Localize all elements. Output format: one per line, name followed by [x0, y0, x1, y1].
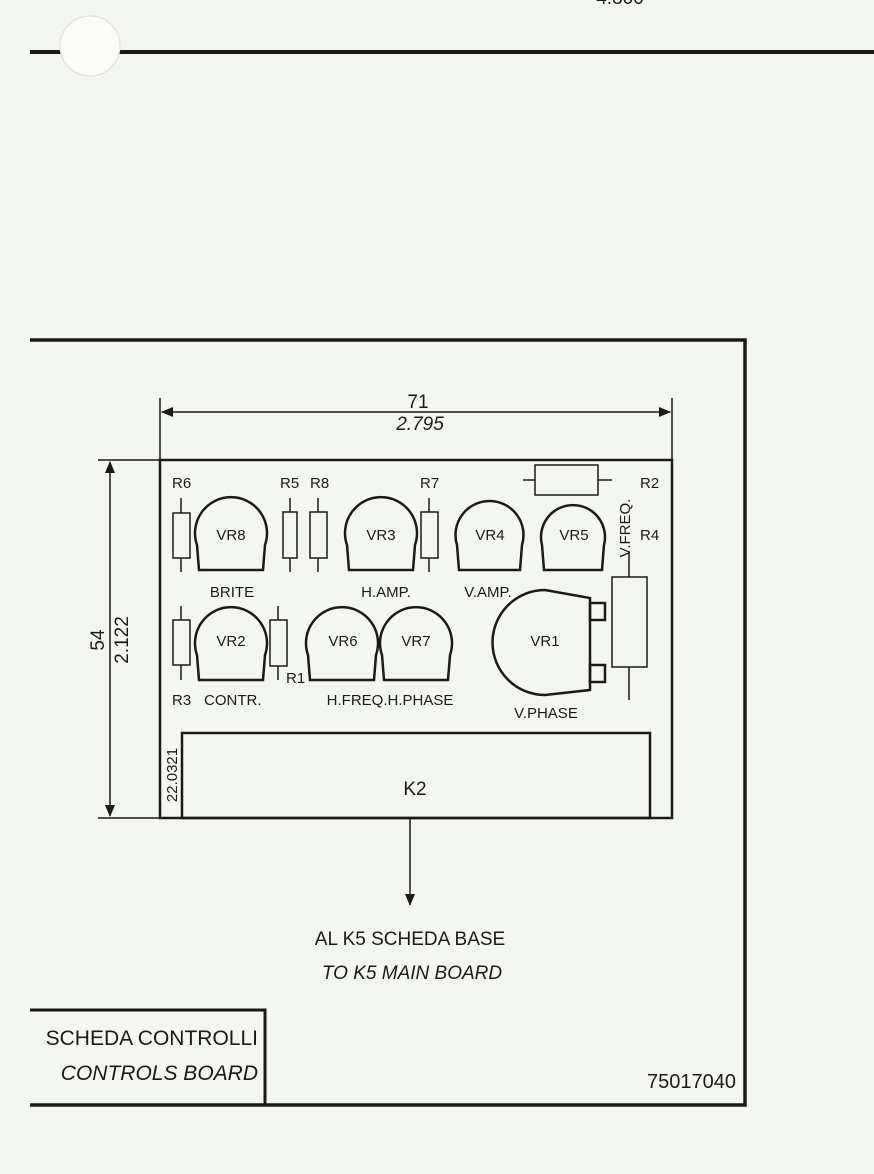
resistor-label-r3: R3 [172, 692, 191, 709]
title-english: CONTROLS BOARD [61, 1062, 258, 1085]
drawing-number: 75017040 [647, 1071, 736, 1093]
width-dimension: 71 2.795 [159, 392, 673, 460]
resistor-label-r8: R8 [310, 475, 329, 492]
connector-code: 22.0321 [164, 748, 181, 802]
top-dimension-label: 4.300 [596, 0, 644, 9]
function-h-freq-h-phase: H.FREQ.H.PHASE [327, 692, 454, 709]
height-dimension: 54 2.122 [88, 459, 160, 819]
trimmer-bodies [193, 495, 607, 697]
pot-label-vr7: VR7 [401, 633, 430, 650]
connector-k2 [180, 731, 652, 820]
resistor-label-r4: R4 [640, 527, 659, 544]
function-v-phase: V.PHASE [514, 705, 578, 722]
drawing-frame [30, 338, 747, 1107]
destination-english: TO K5 MAIN BOARD [322, 963, 502, 984]
height-in: 2.122 [112, 616, 133, 664]
pot-label-vr2: VR2 [216, 633, 245, 650]
pot-label-vr8: VR8 [216, 527, 245, 544]
resistor-label-r7: R7 [420, 475, 439, 492]
pot-label-vr4: VR4 [475, 527, 504, 544]
pot-label-vr5: VR5 [559, 527, 588, 544]
title-italian: SCHEDA CONTROLLI [46, 1027, 258, 1050]
function-h-amp: H.AMP. [361, 584, 411, 601]
resistor-bodies [172, 464, 648, 700]
function-v-freq: V.FREQ. [617, 499, 634, 558]
punch-hole [59, 15, 121, 77]
width-in: 2.795 [395, 414, 444, 435]
height-mm: 54 [88, 629, 109, 651]
function-v-amp: V.AMP. [464, 584, 512, 601]
pot-label-vr6: VR6 [328, 633, 357, 650]
destination-italian: AL K5 SCHEDA BASE [315, 929, 505, 950]
resistor-label-r1: R1 [286, 670, 305, 687]
function-brite: BRITE [210, 584, 254, 601]
resistor-label-r6: R6 [172, 475, 191, 492]
connector-k2-label: K2 [403, 779, 426, 800]
pot-label-vr1: VR1 [530, 633, 559, 650]
width-mm: 71 [407, 392, 428, 413]
pot-label-vr3: VR3 [366, 527, 395, 544]
resistor-label-r2: R2 [640, 475, 659, 492]
function-contr: CONTR. [204, 692, 262, 709]
page-edge-mask [0, 330, 30, 1130]
title-block [30, 1008, 267, 1105]
resistor-label-r5: R5 [280, 475, 299, 492]
